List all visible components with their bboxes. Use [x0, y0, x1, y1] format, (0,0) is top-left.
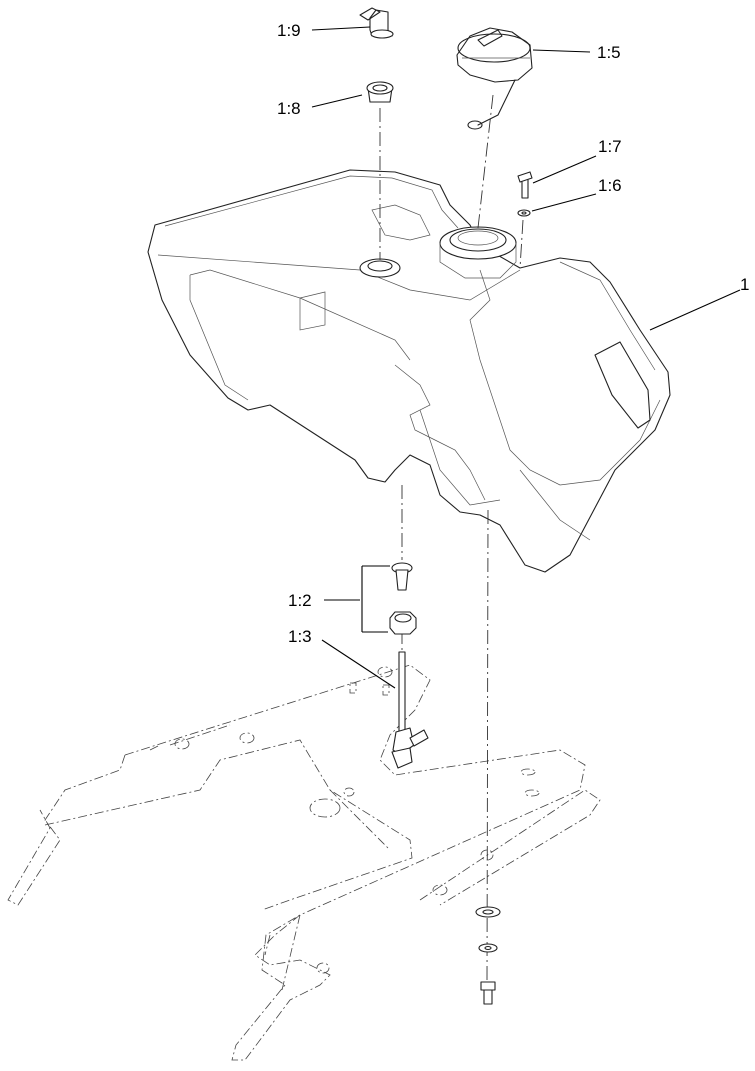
callout-1: 1	[740, 275, 749, 294]
lower-grommet	[475, 906, 501, 918]
hex-nut	[389, 611, 417, 635]
bushing	[391, 562, 413, 591]
grommet	[366, 81, 394, 103]
callout-1-8: 1:6	[598, 176, 622, 195]
mounting-frame	[7, 664, 601, 1061]
callout-1-7: 1:9	[277, 21, 301, 40]
vent-cap	[359, 7, 394, 39]
callout-1-6: 1:8	[277, 99, 301, 118]
shutoff-valve	[391, 651, 429, 769]
lower-washer	[478, 943, 498, 953]
callout-1-2: 1:2	[288, 591, 312, 610]
fuel-cap	[456, 27, 533, 130]
mounting-bolt	[517, 171, 533, 199]
callout-1-3: 1:3	[288, 627, 312, 646]
callout-1-5: 1:5	[597, 43, 621, 62]
callout-1-9: 1:7	[598, 137, 622, 156]
washer-small	[517, 209, 531, 217]
lower-bolt	[480, 981, 496, 1005]
leader-lines	[311, 26, 741, 689]
callout-labels: 1:9 1:8 1:5 1:7 1:6 1 1:2 1:3	[277, 21, 749, 646]
fuel-tank	[147, 169, 671, 573]
